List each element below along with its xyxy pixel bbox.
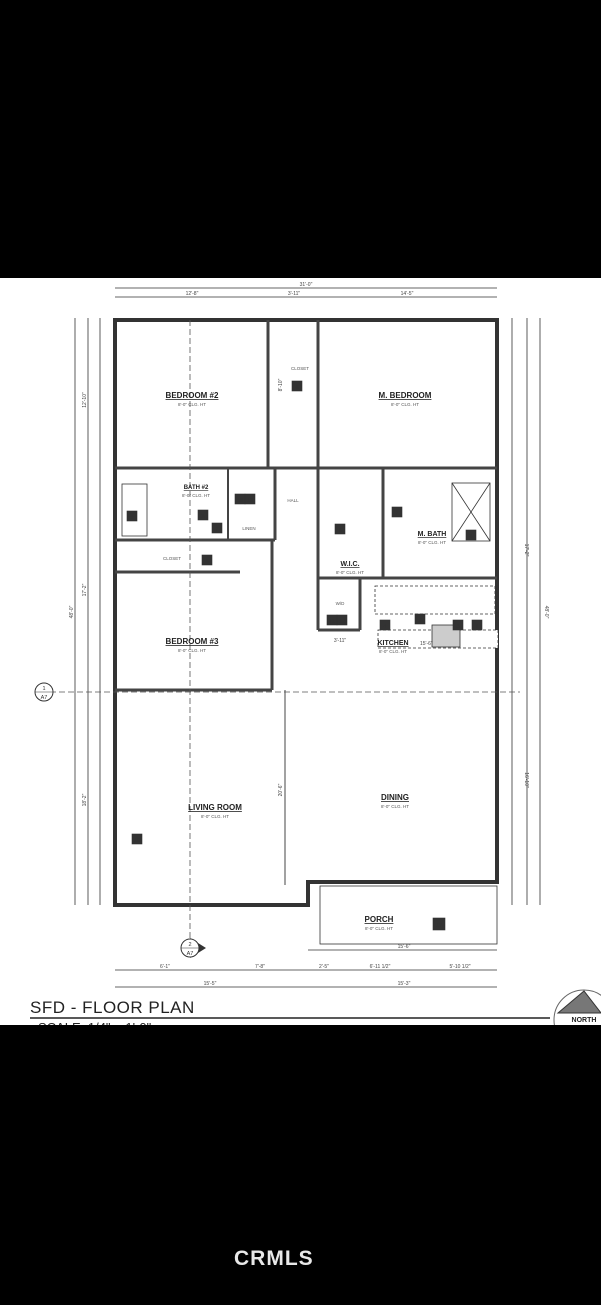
dining-ceiling: 8'-0" CLG. HT — [381, 804, 409, 809]
dim-bottom-d: 6'-11 1/2" — [370, 964, 391, 970]
porch-ceiling: 8'-0" CLG. HT — [365, 926, 393, 931]
dim-bottom-b: 7'-8" — [255, 964, 265, 970]
kitchen-width: 15'-6" — [420, 641, 433, 647]
living-room-ceiling: 8'-0" CLG. HT — [201, 814, 229, 819]
dim-right-overall: 48'-0" — [543, 606, 549, 619]
tag: 7 — [395, 511, 398, 517]
dim-left-3: 18'-2" — [82, 793, 88, 806]
dim-bottom-c: 2'-5" — [319, 964, 329, 970]
floor-plan-sheet: BEDROOM #2 8'-0" CLG. HT M. BEDROOM 8'-0… — [0, 278, 601, 1051]
tag: 7 — [215, 527, 218, 533]
linen-label: LINEN — [242, 526, 255, 531]
dim-left-1: 12'-10" — [82, 392, 88, 408]
watermark-logo: CRMLS — [234, 1247, 314, 1270]
tag: 9 — [130, 515, 133, 521]
wd-label: W/D — [336, 601, 345, 606]
dim-left-overall: 48'-0" — [69, 605, 75, 618]
dim-bottom-right-total: 15'-3" — [398, 981, 411, 987]
north-arrow-icon: NORTH — [553, 989, 601, 1051]
dim-bottom-e: 5'-10 1/2" — [449, 964, 470, 970]
bedroom3-label: BEDROOM #3 — [166, 637, 219, 646]
master-bedroom-ceiling: 8'-0" CLG. HT — [391, 402, 419, 407]
living-room-label: LIVING ROOM — [188, 803, 242, 812]
section-marker-top: 1 — [42, 686, 45, 692]
tag: 2 — [418, 618, 421, 624]
room-labels: BEDROOM #2 8'-0" CLG. HT M. BEDROOM 8'-0… — [163, 366, 446, 931]
tag: 6 — [338, 528, 341, 534]
dim-bottom-left-total: 15'-5" — [204, 981, 217, 987]
section-marker: 1 A7 — [34, 682, 54, 702]
tag: 11 — [329, 619, 335, 625]
bedroom2-ceiling: 8'-0" CLG. HT — [178, 402, 206, 407]
dim-top-left: 12'-8" — [186, 291, 199, 297]
plan-scale: SCALE: 1/4" = 1'-0" — [38, 1019, 151, 1025]
tag: 4 — [383, 624, 386, 630]
section-marker-bottom: A7 — [41, 695, 48, 701]
wic-label: W.I.C. — [340, 561, 359, 568]
bedroom3-ceiling: 8'-0" CLG. HT — [178, 648, 206, 653]
tag: 6 — [295, 385, 298, 391]
floor-plan-drawing: BEDROOM #2 8'-0" CLG. HT M. BEDROOM 8'-0… — [30, 282, 601, 1051]
plan-title: SFD - FLOOR PLAN — [30, 998, 195, 1017]
dim-bottom-a: 6'-1" — [160, 964, 170, 970]
closet-top-label: CLOSET — [291, 366, 309, 371]
master-bedroom-label: M. BEDROOM — [379, 391, 432, 400]
bath2-ceiling: 8'-0" CLG. HT — [182, 493, 210, 498]
tag: 3 — [456, 624, 459, 630]
dimension-lines — [74, 287, 541, 988]
dim-right-1: 17'-2" — [523, 544, 529, 557]
master-bath-ceiling: 8'-0" CLG. HT — [418, 540, 446, 545]
porch-label: PORCH — [365, 915, 394, 924]
bath2-label: BATH #2 — [184, 485, 209, 491]
hall-label: HALL — [287, 498, 299, 503]
tag: 5 — [201, 514, 204, 520]
dimension-labels: 31'-0" 12'-8" 3'-11" 14'-5" 48'-0" 48'-0… — [69, 282, 549, 987]
dim-closet-depth: 8'-10" — [278, 378, 284, 391]
north-label: NORTH — [572, 1017, 597, 1024]
kitchen-ceiling: 8'-0" CLG. HT — [379, 649, 407, 654]
dim-porch-width: 15'-6" — [398, 944, 411, 950]
dim-right-2: 16'-10" — [523, 772, 529, 788]
tag: 1 — [475, 624, 478, 630]
tag: 8 — [469, 534, 472, 540]
walls — [113, 318, 499, 907]
dim-top-right: 14'-5" — [401, 291, 414, 297]
dim-left-2: 17'-2" — [82, 583, 88, 596]
section-lines — [50, 320, 520, 940]
dining-label: DINING — [381, 793, 409, 802]
section-marker-2-top: 2 — [188, 942, 191, 948]
fixtures — [121, 482, 499, 945]
tag: 16 — [134, 838, 140, 844]
tag: 17 — [436, 923, 442, 929]
section-marker-2-bottom: A7 — [187, 951, 194, 957]
section-marker-2: 2 A7 — [180, 938, 206, 958]
fixture-tags: 6 9 15 18 7 6 6 7 8 11 12 1 2 3 4 5 16 1… — [126, 380, 483, 931]
dim-living-depth: 20'-6" — [278, 783, 284, 796]
dim-top-overall: 31'-0" — [300, 282, 313, 288]
dim-top-mid: 3'-11" — [288, 291, 301, 297]
tag: 6 — [205, 559, 208, 565]
tag: 12 — [339, 619, 345, 625]
dim-wd-width: 3'-11" — [334, 638, 347, 644]
tag: 18 — [247, 498, 253, 504]
kitchen-label: KITCHEN — [377, 640, 408, 647]
bedroom2-label: BEDROOM #2 — [166, 391, 219, 400]
wic-ceiling: 8'-0" CLG. HT — [336, 570, 364, 575]
tag: 15 — [237, 498, 243, 504]
closet-bed3-label: CLOSET — [163, 556, 181, 561]
master-bath-label: M. BATH — [418, 531, 447, 538]
